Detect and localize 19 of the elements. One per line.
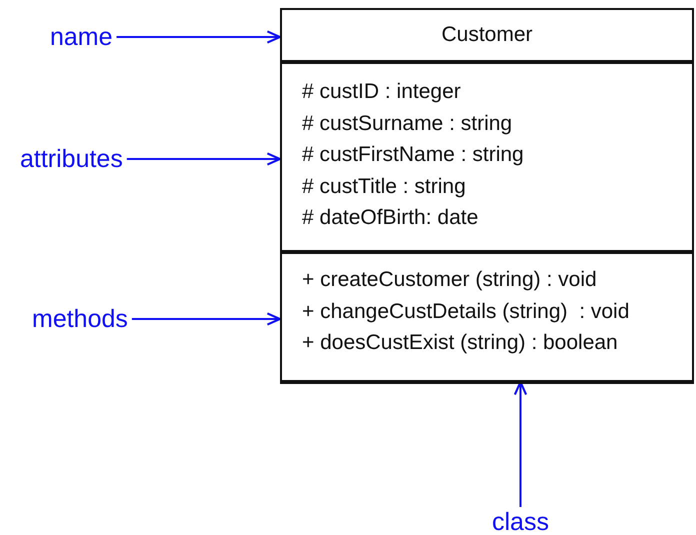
method-text: + doesCustExist (string) : boolean <box>302 330 618 356</box>
method-text: + createCustomer (string) : void <box>302 267 597 293</box>
arrow <box>116 30 282 44</box>
attribute-text: # custID : integer <box>302 79 461 105</box>
attribute-text: # custTitle : string <box>302 174 466 200</box>
annotation-label: class <box>492 507 549 535</box>
attributes-compartment <box>280 60 694 254</box>
annotation-label: name <box>50 22 113 52</box>
attribute-text: # custSurname : string <box>302 110 512 136</box>
methods-compartment <box>280 250 694 384</box>
annotation-label: attributes <box>20 144 123 174</box>
class-box <box>280 8 694 382</box>
method-text: + changeCustDetails (string) : void <box>302 298 630 324</box>
arrow <box>132 312 282 326</box>
annotation-label: methods <box>32 304 128 334</box>
attribute-text: # custFirstName : string <box>302 142 524 168</box>
class-name: Customer <box>441 22 533 48</box>
attribute-text: # dateOfBirth: date <box>302 205 478 231</box>
arrow <box>126 152 282 166</box>
